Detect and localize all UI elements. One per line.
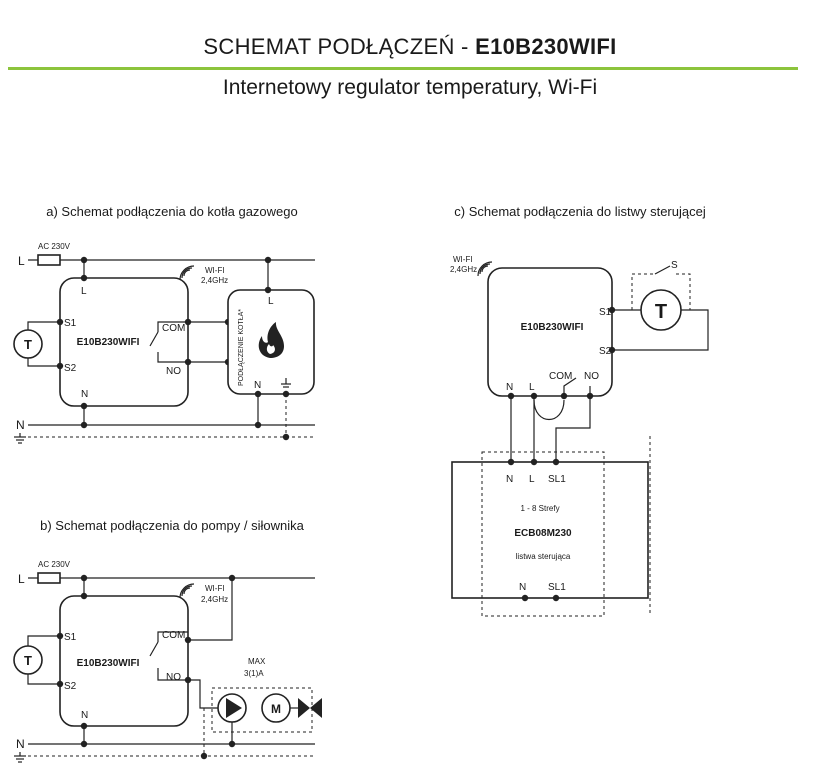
svg-text:2,4GHz: 2,4GHz — [450, 265, 477, 274]
flame-icon — [258, 322, 284, 358]
diagram-a: a) Schemat podłączenia do kotła gazowego… — [13, 204, 315, 444]
wifi-icon — [179, 265, 195, 281]
svg-text:NO: NO — [166, 366, 181, 377]
control-strip-box — [451, 461, 649, 599]
wifi-icon — [477, 261, 493, 277]
fuse-icon — [37, 572, 61, 584]
svg-text:S2: S2 — [64, 681, 77, 692]
fuse-icon — [37, 254, 61, 266]
svg-text:E10B230WIFI: E10B230WIFI — [77, 658, 140, 669]
svg-text:S1: S1 — [599, 307, 612, 318]
svg-text:N: N — [506, 474, 513, 485]
svg-text:WI-FI: WI-FI — [453, 255, 473, 264]
svg-text:3(1)A: 3(1)A — [244, 669, 264, 678]
diagram-b: b) Schemat podłączenia do pompy / siłown… — [13, 518, 322, 763]
control-strip-outline — [481, 451, 605, 617]
svg-text:N: N — [81, 389, 88, 400]
svg-text:L: L — [268, 296, 274, 307]
svg-text:SL1: SL1 — [548, 582, 566, 593]
diagram-a-line-n: N — [16, 418, 25, 432]
svg-text:SL1: SL1 — [548, 474, 566, 485]
diagram-b-device — [59, 595, 189, 727]
page-title: SCHEMAT PODŁĄCZEŃ - E10B230WIFI — [203, 34, 617, 59]
svg-text:WI-FI: WI-FI — [205, 584, 225, 593]
diagram-a-device — [59, 277, 189, 407]
svg-text:E10B230WIFI: E10B230WIFI — [77, 337, 140, 348]
svg-text:M: M — [271, 702, 281, 716]
svg-text:N: N — [16, 737, 25, 751]
diagram-a-caption: a) Schemat podłączenia do kotła gazowego — [46, 204, 298, 219]
svg-text:1 - 8 Strefy: 1 - 8 Strefy — [520, 504, 559, 513]
svg-text:T: T — [655, 301, 667, 323]
svg-text:MAX: MAX — [248, 657, 266, 666]
earth-icon — [14, 752, 26, 763]
svg-text:L: L — [529, 474, 535, 485]
svg-text:S1: S1 — [64, 632, 77, 643]
svg-text:N: N — [506, 382, 513, 393]
diagram-b-caption: b) Schemat podłączenia do pompy / siłown… — [40, 518, 305, 533]
page-subtitle: Internetowy regulator temperatury, Wi-Fi — [222, 76, 598, 99]
svg-text:listwa sterująca: listwa sterująca — [516, 552, 571, 561]
svg-text:T: T — [24, 337, 32, 352]
svg-text:AC 230V: AC 230V — [38, 560, 71, 569]
svg-text:NO: NO — [166, 672, 181, 683]
wifi-icon — [179, 583, 195, 599]
svg-text:N: N — [254, 380, 261, 391]
svg-text:S: S — [671, 260, 678, 271]
svg-text:COM: COM — [549, 371, 572, 382]
earth-icon — [14, 433, 26, 444]
svg-text:S2: S2 — [64, 363, 77, 374]
svg-text:2,4GHz: 2,4GHz — [201, 276, 228, 285]
valve-icon — [290, 698, 322, 718]
svg-text:L: L — [81, 286, 87, 297]
svg-text:T: T — [24, 653, 32, 668]
diagram-c-device — [487, 267, 613, 397]
earth-icon — [281, 378, 291, 388]
svg-text:NO: NO — [584, 371, 599, 382]
diagram-c-caption: c) Schemat podłączenia do listwy sterują… — [454, 204, 706, 219]
svg-text:L: L — [18, 572, 25, 586]
diagram-a-line-l: L — [18, 254, 25, 268]
svg-text:COM: COM — [162, 323, 185, 334]
svg-text:COM: COM — [162, 630, 185, 641]
diagram-a-supply: AC 230V — [38, 242, 71, 251]
svg-text:S2: S2 — [599, 346, 612, 357]
svg-text:WI-FI: WI-FI — [205, 266, 225, 275]
diagram-c: c) Schemat podłączenia do listwy sterują… — [450, 204, 709, 617]
svg-text:ECB08M230: ECB08M230 — [514, 528, 572, 539]
svg-text:N: N — [519, 582, 526, 593]
svg-text:S1: S1 — [64, 318, 77, 329]
svg-text:2,4GHz: 2,4GHz — [201, 595, 228, 604]
title-divider — [8, 67, 798, 70]
svg-text:PODŁĄCZENIE KOTŁA*: PODŁĄCZENIE KOTŁA* — [238, 309, 245, 386]
svg-text:L: L — [529, 382, 535, 393]
svg-text:N: N — [81, 710, 88, 721]
svg-text:E10B230WIFI: E10B230WIFI — [521, 322, 584, 333]
